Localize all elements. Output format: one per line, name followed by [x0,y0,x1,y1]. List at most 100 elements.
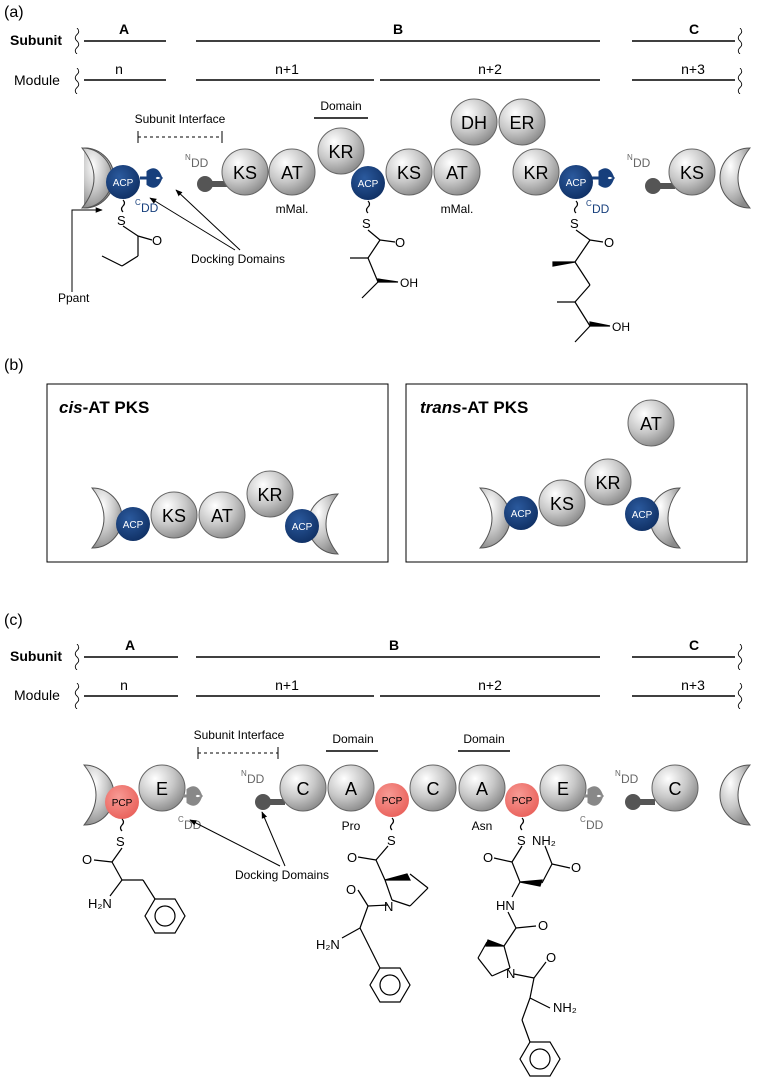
ks-domain [538,479,586,527]
module-n2: n+2 [478,677,502,693]
subunit-c: C [689,637,699,653]
substrate-asn: Asn [472,819,493,833]
at-label: AT [211,506,233,526]
module-n3: n+3 [681,61,705,77]
pcp-label: PCP [512,796,533,807]
acp-label: ACP [511,509,532,520]
half-domain-right [719,147,752,209]
dd-n-sup: N [241,769,247,778]
e-domain [138,764,186,812]
subunit-a: A [125,637,135,653]
c-label: C [669,779,682,799]
kr-label: KR [257,485,282,505]
pcp-domain [105,785,139,819]
cis-at-title: cis-AT PKS [59,398,149,417]
module-n3: n+3 [681,677,705,693]
a-label: A [345,779,357,799]
domain-label: Domain [332,732,373,746]
half-domain-left [478,487,511,549]
acp-label: ACP [358,179,379,190]
dd-c-sup: C [135,198,141,207]
ppant-label: Ppant [58,291,90,305]
acp-domain [351,166,385,200]
docking-domains-label: Docking Domains [235,868,329,882]
dd-c-label: DD [592,202,610,216]
oxygen-label: O [483,850,493,865]
docking-domains-label: Docking Domains [191,252,285,266]
sulfur-label: S [570,216,579,231]
at-label: AT [281,163,303,183]
docking-domain-c-icon [183,786,203,806]
dd-n-label: DD [633,156,651,170]
e-domain [539,764,587,812]
oxygen-label: O [538,918,548,933]
ks-label: KS [162,506,186,526]
oxygen-label: O [604,235,614,250]
nitrogen-label: N [506,966,515,981]
kr-domain [246,470,294,518]
squiggle-icon [737,683,743,709]
oxygen-label: O [347,850,357,865]
dd-c-sup: C [586,199,592,208]
subunit-b: B [393,21,403,37]
panel-b-label: (b) [4,357,24,374]
squiggle-icon [74,683,80,709]
kr-domain [512,148,560,196]
module-row-label: Module [14,72,60,88]
panel-b: (b) cis-AT PKS ACP KS AT KR ACP trans-AT… [4,357,748,563]
dd-n-label: DD [191,156,209,170]
dd-n-label: DD [247,772,265,786]
module-n: n [115,61,123,77]
amine-label: H₂N [316,937,340,952]
ks-label: KS [233,163,257,183]
thioester-tetraketide [552,200,611,343]
acp-domain [116,507,150,541]
kr-label: KR [328,142,353,162]
squiggle-icon [737,68,743,94]
dd-n-sup: N [185,153,191,162]
module-n1: n+1 [275,677,299,693]
sulfur-label: S [517,833,526,848]
half-domain-right [719,764,752,826]
phenylalanyl-thioester [93,818,186,934]
oxygen-label: O [346,882,356,897]
ks-domain [150,491,198,539]
at-domain [198,491,246,539]
a-label: A [476,779,488,799]
hydroxyl-label: OH [400,276,418,290]
kr-label: KR [523,163,548,183]
acp-domain [285,509,319,543]
oxygen-label: O [571,860,581,875]
dd-c-sup: C [178,815,184,824]
half-domain-right [307,493,340,555]
trans-at-box [405,383,748,563]
squiggle-icon [737,28,743,54]
dh-label: DH [461,113,487,133]
c-label: C [427,779,440,799]
amine-label: NH₂ [553,1000,577,1015]
a-domain [327,764,375,812]
subunit-row-label: Subunit [10,32,62,48]
er-label: ER [509,113,534,133]
at-label: AT [446,163,468,183]
ks-domain [385,148,433,196]
module-n2: n+2 [478,61,502,77]
docking-domain-c-icon [584,786,604,806]
dd-n-label: DD [621,772,639,786]
sulfur-label: S [387,833,396,848]
acp-label: ACP [292,522,313,533]
acp-domain [625,497,659,531]
c-label: C [297,779,310,799]
half-domain-left [90,487,123,549]
er-domain [498,98,546,146]
squiggle-icon [74,644,80,670]
pcp-label: PCP [112,798,133,809]
amine-label: H₂N [88,896,112,911]
ks-domain [668,148,716,196]
module-n: n [120,677,128,693]
acp-domain [504,496,538,530]
ks-label: KS [680,163,704,183]
subunit-interface-label: Subunit Interface [194,728,285,742]
c-domain [651,764,699,812]
